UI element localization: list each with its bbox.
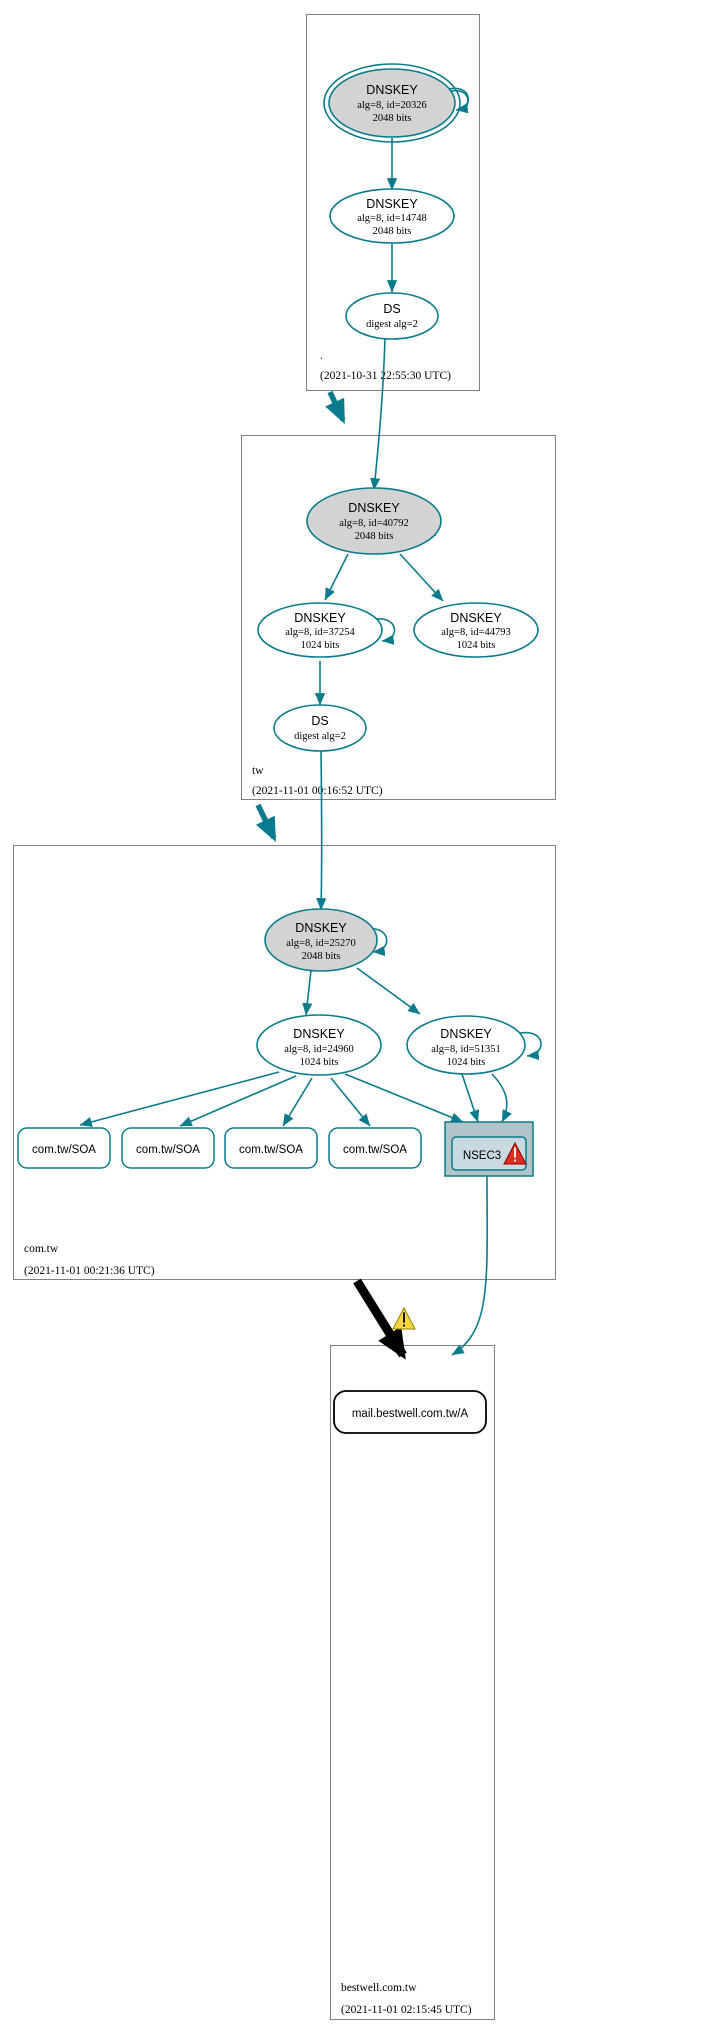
node-tw-ds-line1: DS (311, 714, 328, 728)
edge-comtw-zsk1-to-nsec3 (344, 1073, 464, 1123)
node-comtw-ksk-line2: alg=8, id=25270 (286, 938, 356, 949)
rrset-comtw-nsec3[interactable]: NSEC3 (444, 1121, 534, 1177)
rrset-comtw-soa-3-label: com.tw/SOA (239, 1144, 303, 1156)
edge-delegation-tw-to-comtw (255, 803, 277, 842)
rrset-mail-bestwell-a-label: mail.bestwell.com.tw/A (352, 1408, 469, 1420)
node-tw-zsk1-line1: DNSKEY (294, 611, 346, 625)
node-root-ds-tw[interactable]: DS digest alg=2 (345, 292, 439, 340)
rrset-comtw-soa-1-label: com.tw/SOA (32, 1144, 96, 1156)
node-tw-zsk2-line3: 1024 bits (457, 640, 496, 651)
node-root-ksk[interactable]: DNSKEY alg=8, id=20326 2048 bits (323, 63, 461, 143)
node-comtw-zsk-51351[interactable]: DNSKEY alg=8, id=51351 1024 bits (406, 1015, 526, 1075)
zone-timestamp-root: (2021-10-31 22:55:30 UTC) (320, 370, 451, 382)
node-tw-ksk-line3: 2048 bits (355, 531, 394, 542)
node-comtw-ksk-line3: 2048 bits (302, 951, 341, 962)
zone-box-tw (241, 435, 556, 800)
node-tw-zsk2-line2: alg=8, id=44793 (441, 627, 511, 638)
node-root-ksk-line1: DNSKEY (366, 83, 418, 97)
zone-timestamp-tw: (2021-11-01 00:16:52 UTC) (252, 785, 383, 797)
node-tw-zsk1-line2: alg=8, id=37254 (285, 627, 355, 638)
edge-comtw-zsk1-to-soa1 (79, 1071, 280, 1127)
node-comtw-zsk1-line1: DNSKEY (293, 1027, 345, 1041)
edge-comtw-zsk1-to-soa4 (330, 1077, 371, 1127)
edge-comtw-ksk-to-zsk2 (356, 967, 421, 1015)
node-comtw-ksk-line1: DNSKEY (295, 921, 347, 935)
rrset-comtw-soa-4-label: com.tw/SOA (343, 1144, 407, 1156)
zone-box-root (306, 14, 480, 391)
node-root-ds-line2: digest alg=2 (366, 319, 418, 330)
edge-delegation-root-to-tw (325, 390, 346, 424)
zone-box-comtw (13, 845, 556, 1280)
edge-tw-ksk-to-zsk2 (399, 553, 444, 602)
edge-comtw-zsk1-to-soa3 (282, 1077, 313, 1127)
node-tw-zsk-44793[interactable]: DNSKEY alg=8, id=44793 1024 bits (413, 602, 539, 658)
node-root-ksk-line3: 2048 bits (373, 113, 412, 124)
node-tw-ksk[interactable]: DNSKEY alg=8, id=40792 2048 bits (306, 487, 442, 555)
node-comtw-zsk1-line2: alg=8, id=24960 (284, 1044, 354, 1055)
rrset-comtw-soa-2-label: com.tw/SOA (136, 1144, 200, 1156)
node-tw-zsk-37254[interactable]: DNSKEY alg=8, id=37254 1024 bits (257, 602, 383, 658)
node-tw-ksk-line2: alg=8, id=40792 (339, 518, 409, 529)
warning-triangle-icon (503, 1141, 527, 1165)
node-root-zsk-line1: DNSKEY (366, 197, 418, 211)
rrset-comtw-soa-1[interactable]: com.tw/SOA (17, 1127, 111, 1169)
edge-tw-ksk-to-zsk1 (324, 553, 349, 601)
node-root-ksk-line2: alg=8, id=20326 (357, 100, 427, 111)
node-root-zsk-line3: 2048 bits (373, 226, 412, 237)
rrset-comtw-soa-3[interactable]: com.tw/SOA (224, 1127, 318, 1169)
zone-timestamp-bestwell: (2021-11-01 02:15:45 UTC) (341, 2004, 472, 2016)
node-tw-ksk-line1: DNSKEY (348, 501, 400, 515)
zone-label-tw: tw (252, 765, 264, 777)
edge-nsec3-to-leaf (451, 1175, 488, 1356)
edge-comtw-zsk2-selfloop (515, 1031, 542, 1061)
node-comtw-zsk2-line3: 1024 bits (447, 1057, 486, 1068)
edge-insecure-delegation-comtw-to-bestwell (353, 1278, 407, 1360)
node-comtw-zsk-24960[interactable]: DNSKEY alg=8, id=24960 1024 bits (256, 1014, 382, 1076)
rrset-comtw-nsec3-label: NSEC3 (463, 1150, 501, 1162)
edge-comtw-ksk-to-zsk1 (302, 969, 313, 1016)
node-root-zsk-line2: alg=8, id=14748 (357, 213, 427, 224)
edge-ds-comtw-to-comtw-ksk (316, 749, 327, 911)
zone-timestamp-comtw: (2021-11-01 00:21:36 UTC) (24, 1265, 155, 1277)
node-root-ds-line1: DS (383, 302, 400, 316)
node-root-zsk[interactable]: DNSKEY alg=8, id=14748 2048 bits (329, 188, 455, 244)
node-comtw-zsk2-line1: DNSKEY (440, 1027, 492, 1041)
node-tw-zsk1-line3: 1024 bits (301, 640, 340, 651)
node-comtw-zsk1-line3: 1024 bits (300, 1057, 339, 1068)
node-tw-zsk2-line1: DNSKEY (450, 611, 502, 625)
edge-ds-tw-to-tw-ksk (370, 338, 386, 491)
edge-comtw-zsk1-to-soa2 (179, 1075, 297, 1127)
zone-label-root: . (320, 350, 323, 362)
zone-label-comtw: com.tw (24, 1243, 59, 1255)
rrset-comtw-soa-2[interactable]: com.tw/SOA (121, 1127, 215, 1169)
rrset-mail-bestwell-a[interactable]: mail.bestwell.com.tw/A (333, 1390, 487, 1434)
edge-comtw-zsk2-to-nsec3-a (461, 1073, 480, 1123)
node-tw-ds-line2: digest alg=2 (294, 731, 346, 742)
edge-comtw-zsk2-to-nsec3-b (491, 1073, 512, 1123)
node-comtw-zsk2-line2: alg=8, id=51351 (431, 1044, 501, 1055)
rrset-comtw-soa-4[interactable]: com.tw/SOA (328, 1127, 422, 1169)
node-comtw-ksk[interactable]: DNSKEY alg=8, id=25270 2048 bits (264, 908, 378, 972)
zone-box-bestwell (330, 1345, 495, 2020)
node-tw-ds-comtw[interactable]: DS digest alg=2 (273, 704, 367, 752)
delegation-warning-triangle-icon (392, 1306, 416, 1330)
zone-label-bestwell: bestwell.com.tw (341, 1982, 417, 1994)
